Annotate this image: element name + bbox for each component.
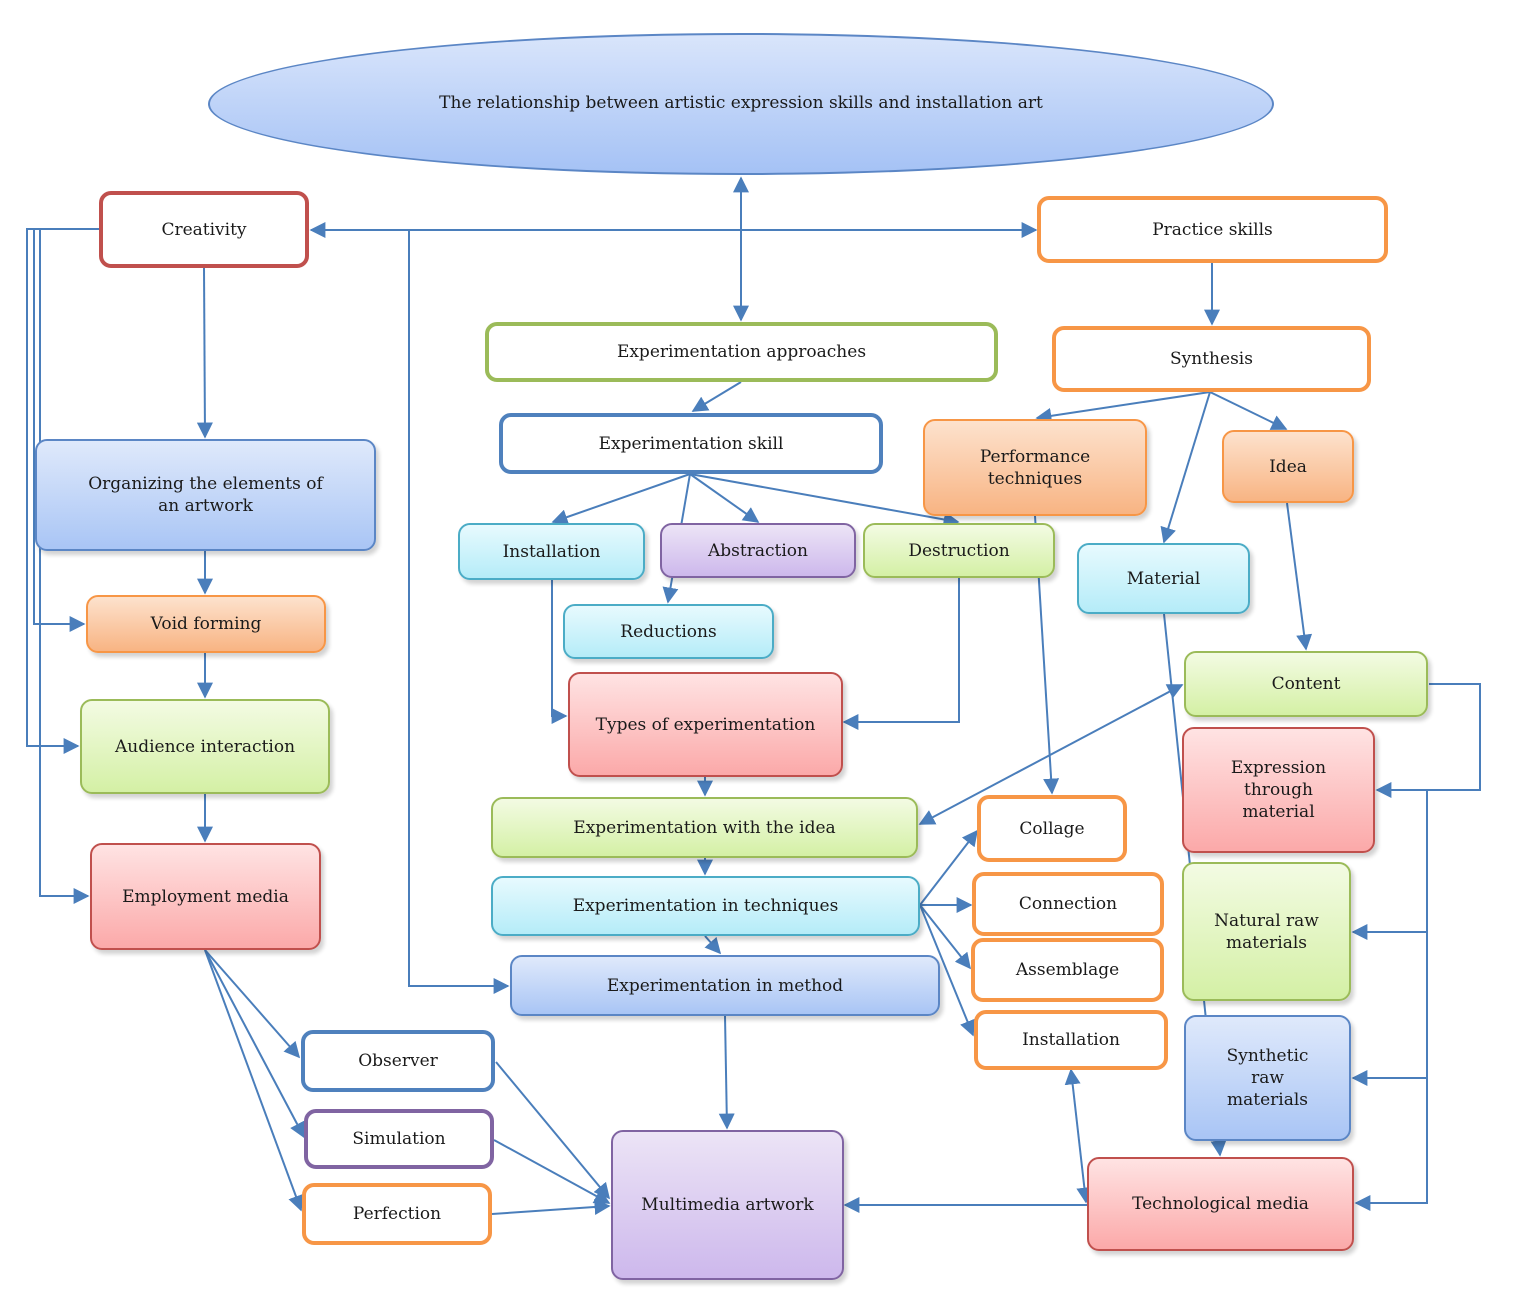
connector	[1165, 684, 1184, 699]
connector	[689, 473, 760, 523]
node-assemblage: Assemblage	[971, 938, 1164, 1002]
node-experimentation-in-method: Experimentation in method	[510, 955, 940, 1016]
node-technological-media: Technological media	[1087, 1157, 1354, 1251]
connector	[204, 949, 305, 1139]
connector	[196, 267, 213, 439]
node-destruction: Destruction	[863, 523, 1055, 578]
connector	[689, 473, 960, 528]
node-connection: Connection	[972, 872, 1164, 936]
connector	[33, 229, 86, 632]
node-performance-techniques: Performance techniques	[923, 419, 1147, 516]
node-creativity: Creativity	[99, 191, 309, 268]
connector	[491, 1199, 611, 1215]
connector	[718, 1015, 735, 1130]
node-experimentation-in-techniques: Experimentation in techniques	[491, 876, 920, 936]
node-natural-raw-materials: Natural raw materials	[1182, 862, 1351, 1001]
connector	[493, 1139, 611, 1204]
connector	[408, 230, 510, 994]
connector	[704, 935, 722, 955]
connector	[204, 949, 301, 1059]
node-observer: Observer	[301, 1030, 495, 1092]
node-simulation: Simulation	[304, 1109, 494, 1169]
connector	[1286, 502, 1313, 651]
connector	[919, 904, 971, 970]
node-types-of-experimentation: Types of experimentation	[568, 672, 843, 777]
connector	[204, 949, 304, 1212]
node-content: Content	[1184, 651, 1428, 717]
connector	[1064, 1068, 1093, 1204]
node-material: Material	[1077, 543, 1250, 614]
connector	[26, 228, 100, 754]
connector	[691, 381, 742, 412]
node-idea: Idea	[1222, 430, 1354, 503]
node-multimedia-artwork: Multimedia artwork	[611, 1130, 844, 1280]
node-practice-skills: Practice skills	[1037, 196, 1388, 263]
connector	[1160, 391, 1211, 544]
connector	[551, 580, 568, 724]
node-organizing-elements: Organizing the elements of an artwork	[35, 439, 376, 551]
connector	[1209, 391, 1288, 430]
node-audience-interaction: Audience interaction	[80, 699, 330, 794]
connector	[551, 473, 691, 525]
node-synthesis: Synthesis	[1052, 326, 1371, 392]
node-employment-media: Employment media	[90, 843, 321, 950]
diagram-title: The relationship between artistic expres…	[208, 33, 1274, 175]
node-experimentation-with-idea: Experimentation with the idea	[491, 797, 918, 858]
node-void-forming: Void forming	[86, 595, 326, 653]
node-reductions: Reductions	[563, 604, 774, 659]
node-installation-top: Installation	[458, 523, 645, 580]
node-installation-bottom: Installation	[974, 1010, 1168, 1070]
node-collage: Collage	[977, 795, 1127, 862]
node-experimentation-approaches: Experimentation approaches	[485, 322, 998, 382]
node-expression-through-material: Expression through material	[1182, 727, 1375, 853]
connector	[495, 1061, 611, 1200]
connector	[842, 578, 960, 730]
node-synthetic-raw-materials: Synthetic raw materials	[1184, 1015, 1351, 1141]
connector	[1354, 789, 1480, 1211]
node-experimentation-skill: Experimentation skill	[499, 413, 883, 474]
connector	[919, 904, 975, 1037]
connector	[919, 829, 978, 906]
connector	[39, 229, 90, 904]
node-abstraction: Abstraction	[660, 523, 856, 578]
connector	[918, 684, 1183, 825]
connector	[1035, 391, 1211, 424]
node-perfection: Perfection	[302, 1183, 492, 1245]
